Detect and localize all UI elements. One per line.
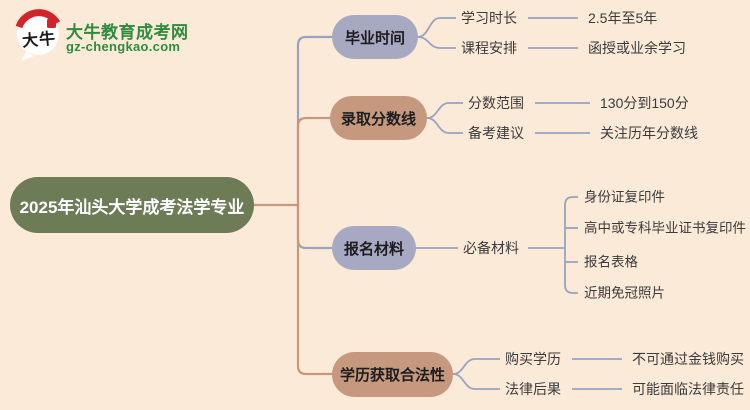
fork-graduation-bottom xyxy=(417,36,456,49)
sub-value: 关注历年分数线 xyxy=(600,125,698,141)
logo-title: 大牛教育成考网 xyxy=(66,23,189,42)
sub-value: 不可通过金钱购买 xyxy=(632,351,744,367)
branch-label: 报名材料 xyxy=(343,240,404,258)
logo-subtitle: gz-chengkao.com xyxy=(66,39,181,54)
sub-value: 函授或业余学习 xyxy=(588,40,686,56)
sub-label: 必备材料 xyxy=(463,240,519,256)
fork-scores-top xyxy=(426,102,463,119)
leaf-item: 报名表格 xyxy=(584,254,638,270)
logo-bubble-text: 大牛 xyxy=(21,30,57,51)
sub-label: 法律后果 xyxy=(505,381,561,397)
site-logo[interactable]: 大牛 大牛教育成考网 gz-chengkao.com xyxy=(14,8,188,61)
branch-node-registration-materials: 报名材料 xyxy=(332,226,416,270)
sub-label: 课程安排 xyxy=(461,40,517,56)
leaf-item: 近期免冠照片 xyxy=(584,285,665,301)
branch-line-materials xyxy=(296,205,332,250)
leaf-item: 身份证复印件 xyxy=(584,189,665,205)
fork-scores-bottom xyxy=(426,117,463,134)
branch-label: 录取分数线 xyxy=(340,110,416,128)
logo-bubble-icon xyxy=(15,9,61,61)
sub-label: 学习时长 xyxy=(461,10,517,26)
branch-node-admission-scores: 录取分数线 xyxy=(330,96,427,140)
fork-legality-top xyxy=(452,358,500,375)
sub-value: 可能面临法律责任 xyxy=(632,381,744,397)
sub-value: 130分到150分 xyxy=(600,95,689,111)
materials-bracket-bottom xyxy=(564,284,578,294)
root-node: 2025年汕头大学成考法学专业 xyxy=(10,177,254,233)
branch-label: 学历获取合法性 xyxy=(339,367,445,384)
branch-label: 毕业时间 xyxy=(344,29,405,47)
sub-label: 备考建议 xyxy=(468,125,524,141)
branch-line-scores xyxy=(296,116,330,205)
materials-bracket-top xyxy=(564,196,578,206)
branch-node-graduation-time: 毕业时间 xyxy=(332,15,418,59)
sub-label: 购买学历 xyxy=(505,351,561,367)
fork-graduation-top xyxy=(417,17,456,38)
root-node-label: 2025年汕头大学成考法学专业 xyxy=(19,197,245,217)
fork-legality-bottom xyxy=(452,373,500,390)
branch-line-legality xyxy=(296,205,332,376)
branch-node-degree-legality: 学历获取合法性 xyxy=(332,352,453,397)
leaf-item: 高中或专科毕业证书复印件 xyxy=(584,220,746,236)
branch-line-graduation xyxy=(296,35,332,205)
sub-value: 2.5年至5年 xyxy=(588,10,658,26)
sub-label: 分数范围 xyxy=(468,95,524,111)
